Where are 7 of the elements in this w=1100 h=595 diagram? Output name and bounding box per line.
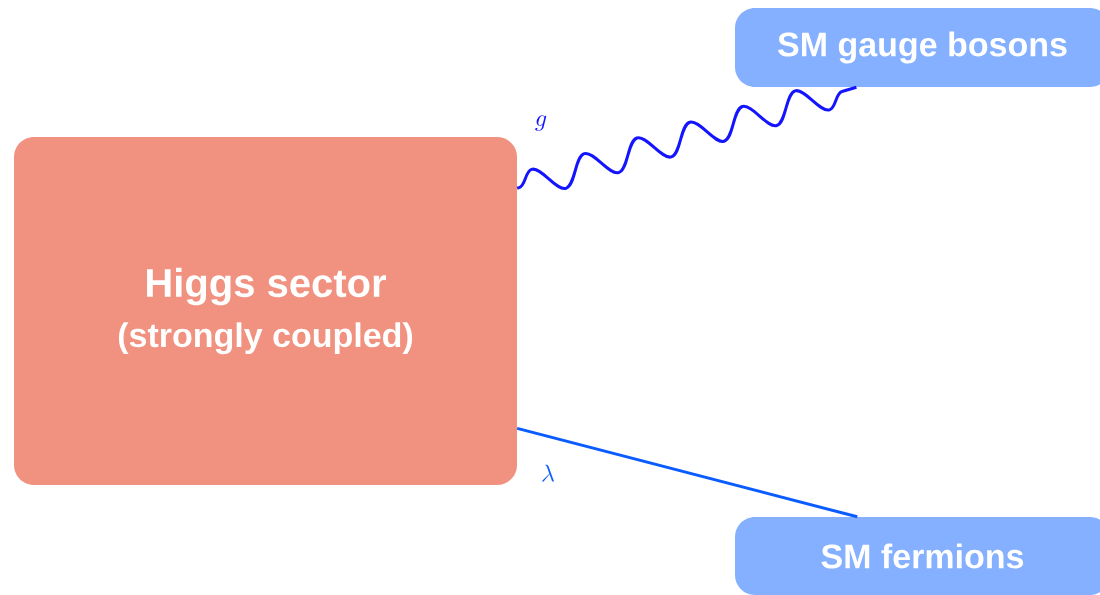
line [516, 426, 858, 519]
wavy-line [516, 85, 857, 190]
particle-box: SM gauge bosons [735, 8, 1100, 87]
edge-label: $\lambda$ [538, 462, 558, 484]
edge-label: $g$ [532, 113, 550, 133]
particle-box: SM fermions [735, 517, 1100, 595]
sector-box: Higgs sector (strongly coupled) [14, 137, 517, 485]
